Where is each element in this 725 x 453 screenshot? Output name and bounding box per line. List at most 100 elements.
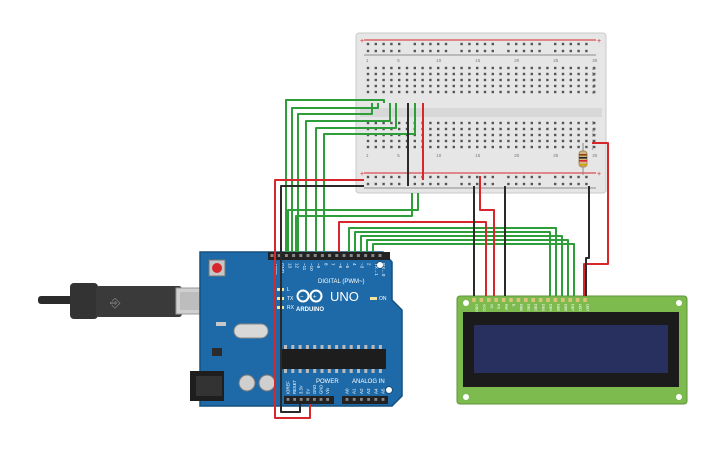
power-pin[interactable] bbox=[313, 398, 316, 401]
digital-pin[interactable] bbox=[306, 254, 310, 257]
breadboard-hole bbox=[476, 78, 479, 82]
lcd-pin[interactable] bbox=[538, 298, 543, 302]
wire-green-8[interactable] bbox=[295, 193, 413, 252]
lcd-pin[interactable] bbox=[472, 298, 476, 302]
power-jack[interactable] bbox=[190, 371, 224, 401]
breadboard-hole bbox=[398, 84, 401, 88]
power-pin[interactable] bbox=[286, 398, 290, 401]
lcd-pin[interactable] bbox=[583, 298, 587, 302]
breadboard-hole bbox=[374, 72, 377, 76]
analog-pin[interactable] bbox=[374, 398, 378, 401]
digital-pin[interactable] bbox=[349, 254, 353, 257]
breadboard-hole bbox=[483, 145, 487, 149]
digital-pin[interactable] bbox=[356, 254, 360, 257]
breadboard-hole bbox=[515, 127, 518, 131]
analog-pin[interactable] bbox=[345, 398, 349, 401]
breadboard-hole bbox=[499, 78, 502, 82]
rail-hole bbox=[437, 49, 440, 53]
analog-pin[interactable] bbox=[352, 398, 356, 401]
wire-black-lcd-k[interactable] bbox=[585, 186, 590, 296]
reset-button[interactable] bbox=[208, 259, 226, 277]
breadboard-hole bbox=[429, 84, 432, 88]
lcd-pin[interactable] bbox=[561, 298, 565, 302]
digital-header-label: DIGITAL (PWM~) bbox=[318, 279, 365, 285]
digital-pin[interactable] bbox=[320, 254, 324, 257]
power-pin[interactable] bbox=[299, 398, 303, 401]
wire-green-1[interactable] bbox=[285, 99, 385, 252]
wire-green-6[interactable] bbox=[323, 103, 416, 252]
lcd-pin[interactable] bbox=[516, 298, 521, 302]
breadboard-hole bbox=[530, 133, 533, 137]
digital-pin[interactable] bbox=[364, 254, 368, 257]
breadboard-hole bbox=[483, 84, 487, 88]
wire-green-3[interactable] bbox=[297, 103, 373, 252]
column-number: 20 bbox=[514, 153, 520, 158]
wire-red-lcd-led[interactable] bbox=[583, 142, 609, 296]
breadboard-hole bbox=[413, 66, 416, 70]
digital-pin[interactable] bbox=[277, 254, 281, 257]
rail-hole bbox=[429, 42, 432, 46]
lcd-pin[interactable] bbox=[479, 298, 484, 302]
breadboard-hole bbox=[554, 66, 557, 70]
lcd-pin[interactable] bbox=[546, 298, 550, 302]
breadboard-hole bbox=[476, 84, 479, 88]
digital-pin[interactable] bbox=[378, 254, 382, 257]
analog-pin[interactable] bbox=[381, 398, 385, 401]
power-pin[interactable] bbox=[319, 398, 323, 401]
breadboard-hole bbox=[468, 127, 471, 131]
wire-green-5[interactable] bbox=[315, 103, 397, 252]
digital-pin[interactable] bbox=[371, 254, 375, 257]
wire-red-lcd-vcc[interactable] bbox=[479, 176, 495, 296]
digital-pin[interactable] bbox=[270, 254, 274, 257]
analog-pin[interactable] bbox=[367, 398, 370, 401]
digital-pin[interactable] bbox=[313, 254, 317, 257]
wire-red-5v[interactable] bbox=[274, 179, 364, 419]
wire-black-gnd[interactable] bbox=[280, 185, 364, 413]
lcd-pin[interactable] bbox=[487, 298, 491, 302]
breadboard-hole bbox=[429, 90, 432, 94]
wire-red-rs[interactable] bbox=[338, 221, 487, 296]
lcd-pin[interactable] bbox=[568, 298, 572, 302]
lcd-pin[interactable] bbox=[494, 298, 498, 302]
analog-pin[interactable] bbox=[360, 398, 363, 401]
rail-hole bbox=[585, 182, 588, 186]
row-letter: c bbox=[592, 78, 595, 84]
digital-pin[interactable] bbox=[335, 254, 339, 257]
lcd-pin[interactable] bbox=[553, 298, 558, 302]
digital-pin[interactable] bbox=[299, 254, 303, 257]
lcd-pin[interactable] bbox=[524, 298, 528, 302]
breadboard-hole bbox=[468, 145, 471, 149]
wire-green-9[interactable] bbox=[348, 227, 557, 296]
power-pin[interactable] bbox=[306, 398, 310, 401]
breadboard-hole bbox=[390, 78, 393, 82]
breadboard-hole bbox=[460, 133, 463, 137]
breadboard-hole bbox=[538, 139, 541, 143]
rail-hole bbox=[398, 49, 401, 53]
lcd-pin[interactable] bbox=[509, 298, 513, 302]
lcd-pin[interactable] bbox=[531, 298, 535, 302]
wire-green-7[interactable] bbox=[287, 193, 419, 252]
column-number: 10 bbox=[436, 153, 442, 158]
digital-pin[interactable] bbox=[284, 254, 288, 257]
column-number: 5 bbox=[397, 153, 400, 158]
digital-pin[interactable] bbox=[328, 254, 332, 257]
digital-pin[interactable] bbox=[292, 254, 296, 257]
power-pin[interactable] bbox=[326, 398, 329, 401]
breadboard-hole bbox=[366, 66, 370, 70]
breadboard-hole bbox=[577, 66, 580, 70]
breadboard-hole bbox=[499, 133, 502, 137]
l-label: L bbox=[287, 287, 290, 293]
breadboard-hole bbox=[546, 127, 549, 131]
lcd-pin[interactable] bbox=[501, 298, 506, 302]
digital-pin[interactable] bbox=[342, 254, 346, 257]
rail-hole bbox=[398, 175, 401, 179]
breadboard-hole bbox=[491, 84, 494, 88]
power-pin[interactable] bbox=[293, 398, 296, 401]
wire-green-12[interactable] bbox=[366, 239, 569, 296]
wire-green-11[interactable] bbox=[360, 235, 563, 296]
lcd-pin[interactable] bbox=[575, 298, 580, 302]
resistor[interactable] bbox=[578, 143, 588, 175]
wire-green-10[interactable] bbox=[354, 231, 551, 296]
breadboard-hole bbox=[561, 139, 565, 143]
